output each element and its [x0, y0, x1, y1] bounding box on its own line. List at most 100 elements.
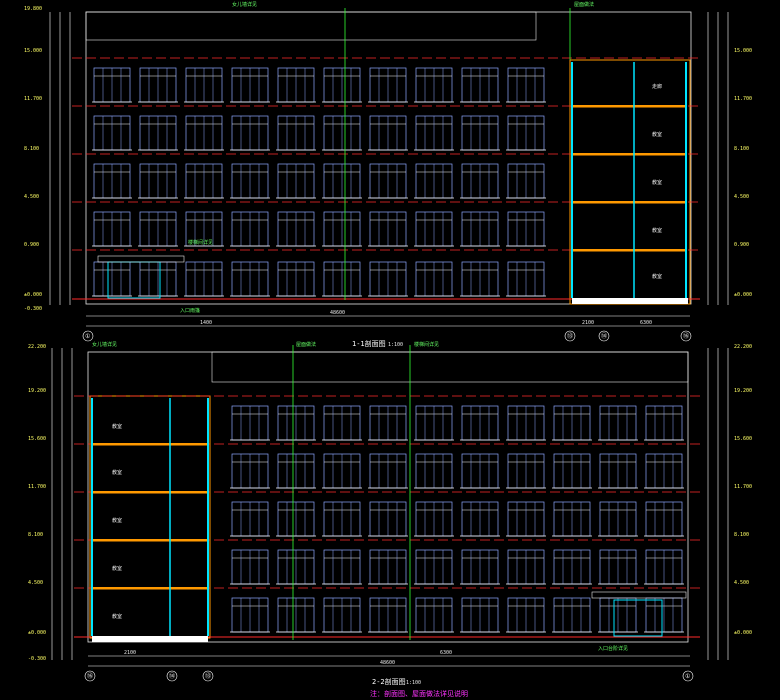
left-dimension-chain — [49, 12, 71, 305]
level-mark: 4.500 — [28, 580, 43, 586]
window — [368, 67, 408, 103]
foundation-slab — [572, 298, 688, 304]
window — [506, 549, 546, 585]
window — [184, 67, 224, 103]
level-mark: 15.000 — [734, 48, 752, 54]
window — [506, 261, 546, 297]
level-mark: 22.200 — [28, 344, 46, 350]
window — [92, 67, 132, 103]
window — [460, 501, 500, 537]
level-mark: 19.800 — [24, 6, 42, 12]
callout: 女儿墙详见 — [92, 341, 117, 348]
slab-section — [92, 539, 208, 542]
axis-bubble: ⑭ — [166, 670, 178, 682]
section-1-1: 48600 2100 6300 1400 ① ⑬ ⑭ ⑯ 1-1剖面图 1:10… — [24, 1, 752, 348]
floor-level-lines — [72, 57, 700, 252]
svg-text:⑯: ⑯ — [683, 332, 689, 340]
svg-text:①: ① — [85, 333, 90, 340]
level-mark: 4.500 — [24, 194, 39, 200]
section-scale: 1:100 — [406, 680, 421, 686]
window — [276, 501, 316, 537]
level-mark: 8.100 — [28, 532, 43, 538]
window — [184, 115, 224, 151]
left-dimension-chain — [51, 348, 73, 660]
window — [598, 405, 638, 441]
section-columns — [91, 398, 209, 636]
window — [276, 453, 316, 489]
axis-bubble: ⑭ — [598, 330, 610, 342]
window — [368, 211, 408, 247]
sub-dimension: 1400 — [200, 320, 212, 326]
window — [230, 501, 270, 537]
window — [368, 501, 408, 537]
axis-bubble: ⑬ — [202, 670, 214, 682]
window — [506, 115, 546, 151]
level-mark: 19.200 — [734, 388, 752, 394]
callout: 楼梯间详见 — [414, 341, 439, 348]
level-mark: 8.100 — [24, 146, 39, 152]
window — [414, 211, 454, 247]
room-label: 教室 — [112, 469, 122, 476]
window — [368, 261, 408, 297]
window — [368, 163, 408, 199]
window — [230, 67, 270, 103]
window-grid — [230, 405, 684, 633]
level-mark: ±0.000 — [734, 630, 752, 636]
window — [276, 67, 316, 103]
window — [506, 597, 546, 633]
window — [460, 67, 500, 103]
right-dimension-chain — [707, 12, 729, 305]
callout: 入口雨篷 — [180, 307, 200, 314]
window — [644, 597, 684, 633]
window — [460, 261, 500, 297]
level-mark: 19.200 — [28, 388, 46, 394]
entrance-canopy — [591, 591, 687, 599]
window — [92, 115, 132, 151]
level-mark: 0.900 — [24, 242, 39, 248]
room-label: 教室 — [652, 227, 662, 234]
level-mark: 15.000 — [24, 48, 42, 54]
window-grid — [92, 67, 546, 297]
svg-text:⑭: ⑭ — [169, 672, 175, 680]
room-label: 教室 — [112, 423, 122, 430]
axis-bubble: ⑬ — [564, 330, 576, 342]
svg-text:⑬: ⑬ — [205, 672, 211, 680]
window — [230, 453, 270, 489]
level-mark: 11.700 — [28, 484, 46, 490]
window — [506, 163, 546, 199]
window — [322, 453, 362, 489]
level-mark: ±0.000 — [734, 292, 752, 298]
window — [138, 163, 178, 199]
window — [230, 261, 270, 297]
window — [92, 163, 132, 199]
level-mark: 11.700 — [734, 96, 752, 102]
level-mark: 11.700 — [24, 96, 42, 102]
window — [552, 501, 592, 537]
window — [414, 261, 454, 297]
axis-bubble: ① — [682, 670, 694, 682]
slab-section — [572, 201, 686, 204]
room-label: 教室 — [112, 565, 122, 572]
window — [368, 115, 408, 151]
window — [644, 453, 684, 489]
level-mark: 15.600 — [734, 436, 752, 442]
room-label: 教室 — [652, 273, 662, 280]
callout: 楼梯间详见 — [188, 239, 213, 246]
window — [322, 163, 362, 199]
slab-section — [572, 249, 686, 252]
window — [368, 549, 408, 585]
level-mark: ±0.000 — [28, 630, 46, 636]
window — [644, 405, 684, 441]
window — [414, 163, 454, 199]
window — [322, 405, 362, 441]
level-mark: 15.600 — [28, 436, 46, 442]
window — [322, 115, 362, 151]
level-mark: 8.100 — [734, 146, 749, 152]
sub-dimension: 2100 — [124, 650, 136, 656]
axis-bubble: ⑯ — [680, 330, 692, 342]
window — [506, 453, 546, 489]
window — [276, 261, 316, 297]
window — [368, 405, 408, 441]
svg-text:⑯: ⑯ — [87, 672, 93, 680]
